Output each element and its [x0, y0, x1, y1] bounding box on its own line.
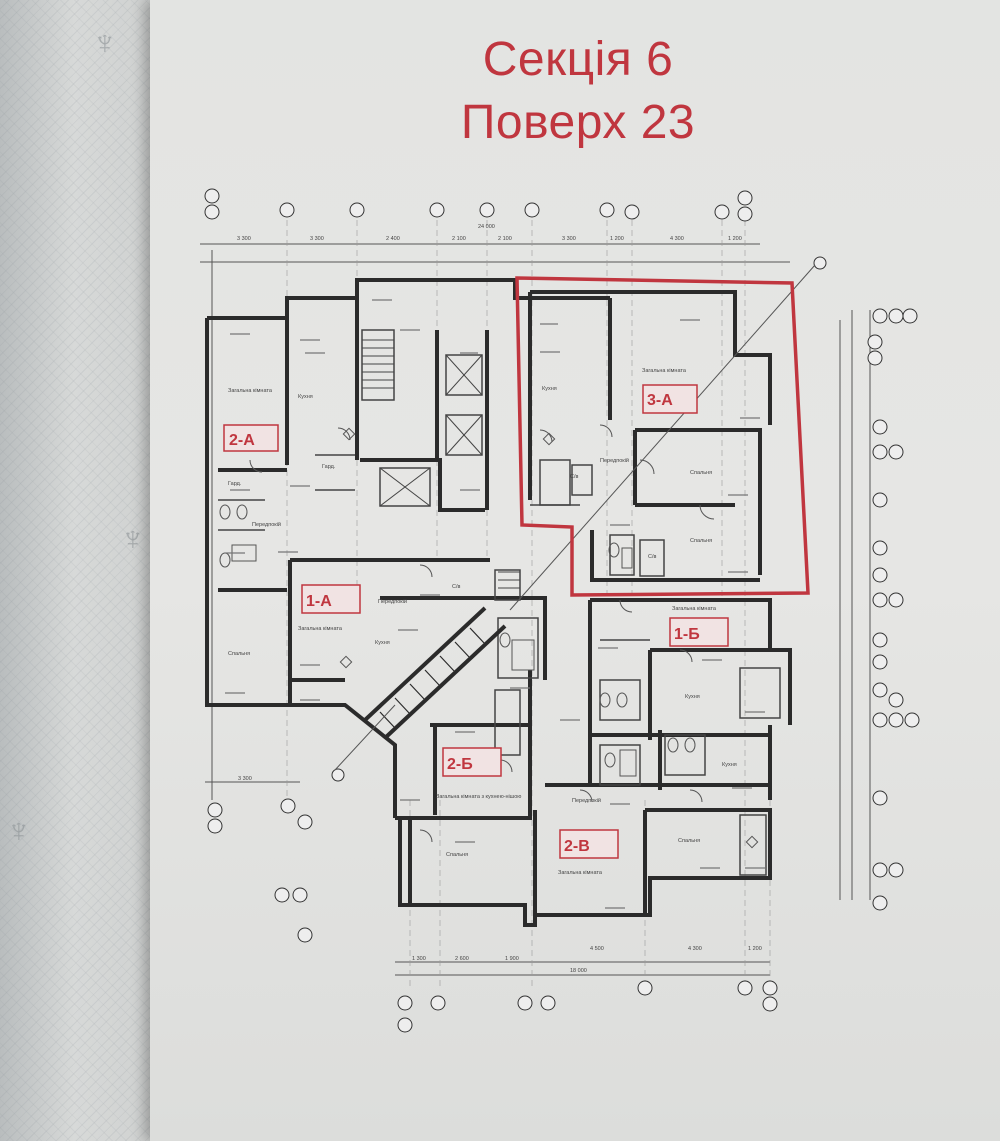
apartment-tag-2b: 2-Б — [447, 756, 473, 773]
dim-top-total: 24 000 — [478, 224, 495, 230]
room-label: Гард. — [228, 481, 242, 487]
axis-markers-right — [867, 308, 920, 911]
room-label: Загальна кімната — [642, 368, 687, 374]
dim-top-2: 3 300 — [310, 236, 324, 242]
dim-top-8: 4 300 — [670, 236, 684, 242]
walls — [205, 278, 792, 927]
room-label: Кухня — [722, 762, 737, 768]
partitions — [218, 329, 781, 876]
trident-icon: ♆ — [120, 520, 146, 558]
dim-top-5: 2 100 — [498, 236, 512, 242]
dim-top-1: 3 300 — [237, 236, 251, 242]
dim-top-6: 3 300 — [562, 236, 576, 242]
dim-left-bottom: 3 300 — [238, 776, 252, 782]
room-label: Загальна кімната — [228, 388, 273, 394]
area-values — [225, 299, 765, 909]
room-label: Кухня — [375, 640, 390, 646]
dim-bottom-5: 4 300 — [688, 946, 702, 952]
apartment-tag-1a: 1-А — [306, 593, 332, 610]
room-label: Спальня — [228, 651, 250, 657]
room-label: Передпокій — [378, 598, 407, 605]
room-label: Передпокій — [252, 521, 281, 528]
room-label: Загальна кімната — [298, 626, 343, 632]
room-label: Гард. — [322, 464, 336, 470]
floor-title: Поверх 23 — [460, 96, 696, 149]
room-label: Спальня — [690, 538, 712, 544]
apartment-tag-3a: 3-А — [647, 392, 673, 409]
room-label: Передпокій — [572, 797, 601, 804]
dim-top-7: 1 200 — [610, 236, 624, 242]
diagonal-gallery — [334, 264, 816, 771]
dim-bottom-2: 2 600 — [455, 956, 469, 962]
room-label: Спальня — [446, 852, 468, 858]
dim-bottom-4: 4 500 — [590, 946, 604, 952]
dim-bottom-3: 1 900 — [505, 956, 519, 962]
room-label: Спальня — [690, 470, 712, 476]
room-label: С/в — [648, 554, 657, 560]
room-label: Загальна кімната — [672, 606, 717, 612]
axis-markers-bottom — [207, 256, 827, 1033]
axis-markers-top — [204, 188, 753, 222]
dim-bottom-total: 18 000 — [570, 968, 587, 974]
dimension-lines — [200, 243, 871, 976]
room-label: Кухня — [298, 394, 313, 400]
room-label: С/в — [570, 474, 579, 480]
apartment-tag-2v: 2-В — [564, 838, 590, 855]
dim-top-4: 2 100 — [452, 236, 466, 242]
room-label: С/в — [452, 584, 461, 590]
apartment-tag-2a: 2-А — [229, 432, 255, 449]
trident-icon: ♆ — [6, 812, 32, 850]
dim-top-9: 1 200 — [728, 236, 742, 242]
room-label: Кухня — [542, 386, 557, 392]
dim-top-3: 2 400 — [386, 236, 400, 242]
room-label: Загальна кімната з кухнею-нішою — [436, 794, 521, 800]
apartment-3a-highlight — [515, 276, 810, 597]
dim-bottom-1: 1 300 — [412, 956, 426, 962]
room-label: Передпокій — [600, 457, 629, 464]
dim-bottom-6: 1 200 — [748, 946, 762, 952]
section-title: Секція 6 — [482, 33, 674, 86]
doors — [249, 424, 715, 843]
trident-icon: ♆ — [92, 24, 118, 62]
room-label: Загальна кімната — [558, 870, 603, 876]
stairs — [362, 339, 520, 589]
apartment-tags — [223, 384, 729, 859]
apartment-tag-1b: 1-Б — [674, 626, 700, 643]
room-label: Спальня — [678, 838, 700, 844]
room-label: Кухня — [685, 694, 700, 700]
